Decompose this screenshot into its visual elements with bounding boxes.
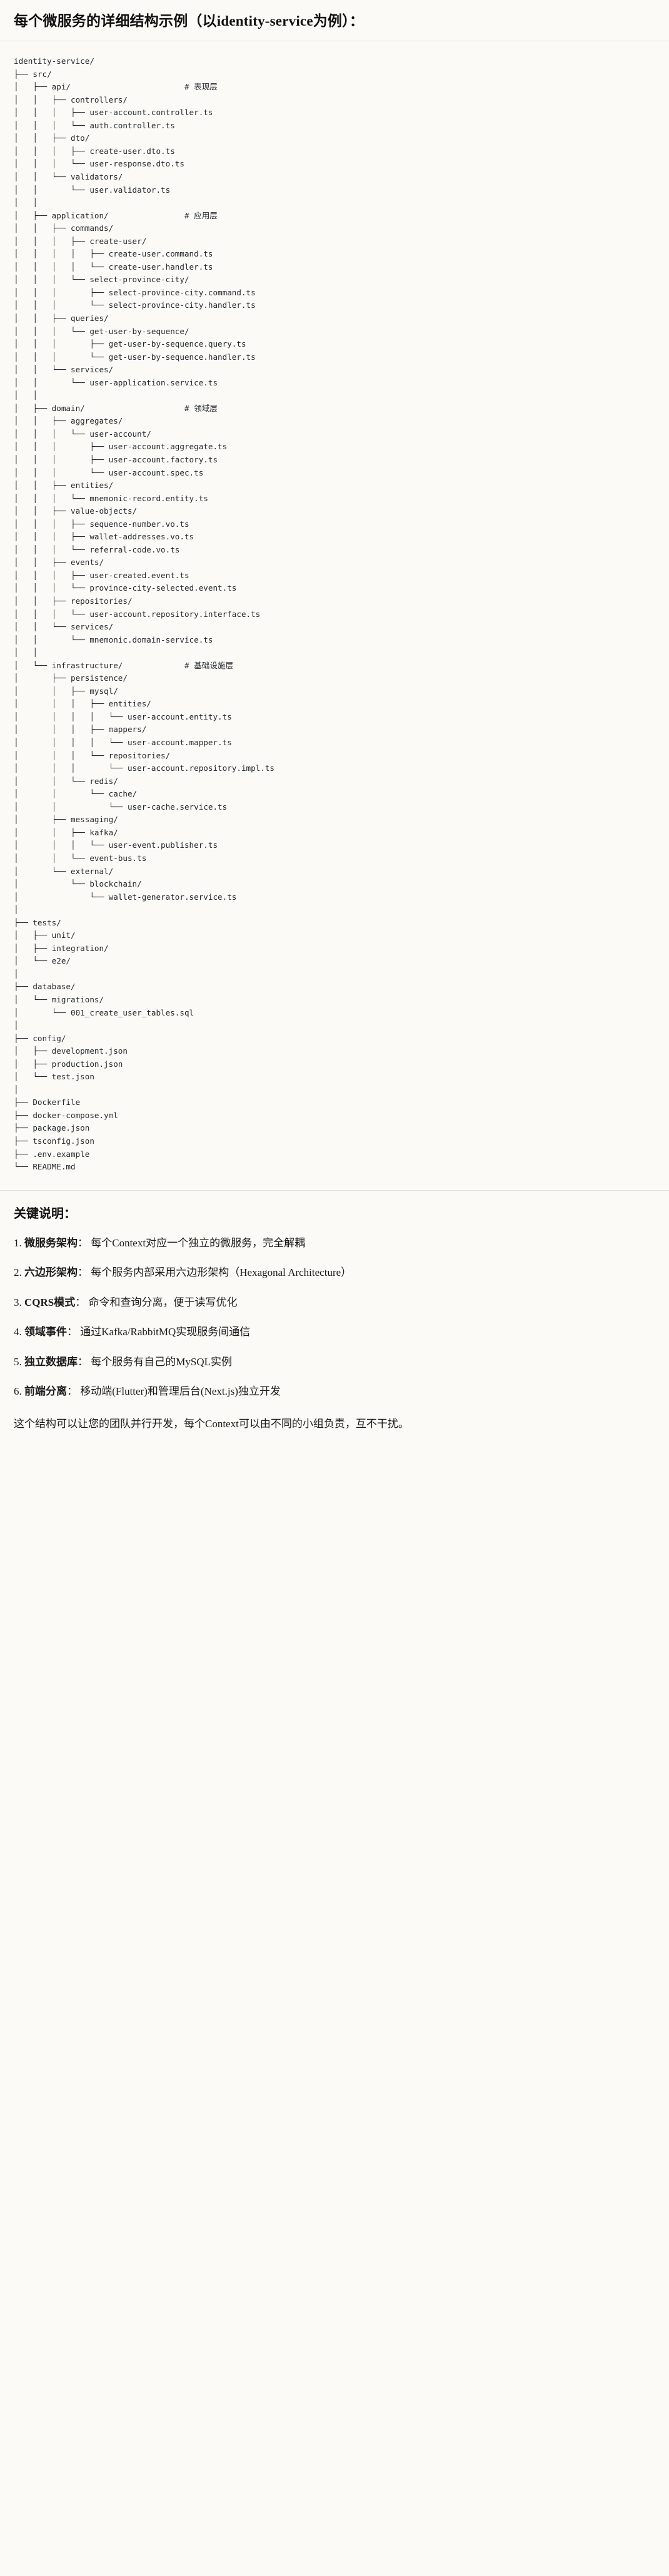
page-title: 每个微服务的详细结构示例（以identity-service为例）： xyxy=(14,13,365,29)
note-number: 5. xyxy=(14,1355,22,1368)
note-separator: ： xyxy=(75,1296,86,1308)
note-description: 通过Kafka/RabbitMQ实现服务间通信 xyxy=(80,1326,251,1338)
note-description: 移动端(Flutter)和管理后台(Next.js)独立开发 xyxy=(80,1385,281,1398)
divider-bottom xyxy=(0,1189,669,1191)
note-item: 6. 前端分离： 移动端(Flutter)和管理后台(Next.js)独立开发 xyxy=(14,1383,655,1400)
note-item: 5. 独立数据库： 每个服务有自己的MySQL实例 xyxy=(14,1354,655,1370)
note-separator: ： xyxy=(78,1266,88,1279)
note-term: 六边形架构 xyxy=(24,1266,78,1279)
note-separator: ： xyxy=(67,1326,78,1338)
note-term: 领域事件 xyxy=(24,1326,67,1338)
directory-tree-block: identity-service/ ├── src/ │ ├── api/ # … xyxy=(0,41,669,1190)
note-description: 每个Context对应一个独立的微服务，完全解耦 xyxy=(91,1236,306,1249)
note-item: 4. 领域事件： 通过Kafka/RabbitMQ实现服务间通信 xyxy=(14,1324,655,1340)
document-page: 每个微服务的详细结构示例（以identity-service为例）： ident… xyxy=(0,13,669,1448)
note-item: 3. CQRS模式： 命令和查询分离，便于读写优化 xyxy=(14,1295,655,1311)
note-item: 2. 六边形架构： 每个服务内部采用六边形架构（Hexagonal Archit… xyxy=(14,1265,655,1281)
note-item: 1. 微服务架构： 每个Context对应一个独立的微服务，完全解耦 xyxy=(14,1235,655,1251)
note-separator: ： xyxy=(78,1355,88,1368)
note-number: 6. xyxy=(14,1385,22,1398)
note-number: 2. xyxy=(14,1266,22,1279)
note-separator: ： xyxy=(67,1385,78,1398)
key-notes-title: 关键说明： xyxy=(14,1206,76,1221)
closing-paragraph: 这个结构可以让您的团队并行开发，每个Context可以由不同的小组负责，互不干扰… xyxy=(14,1417,409,1430)
note-term: 独立数据库 xyxy=(24,1355,78,1368)
note-term: 前端分离 xyxy=(24,1385,67,1398)
key-notes-section: 关键说明： 1. 微服务架构： 每个Context对应一个独立的微服务，完全解耦… xyxy=(0,1191,669,1448)
note-description: 每个服务内部采用六边形架构（Hexagonal Architecture） xyxy=(91,1266,352,1279)
note-description: 命令和查询分离，便于读写优化 xyxy=(88,1296,238,1308)
note-number: 3. xyxy=(14,1296,22,1308)
note-number: 4. xyxy=(14,1326,22,1338)
directory-tree: identity-service/ ├── src/ │ ├── api/ # … xyxy=(14,56,275,1172)
note-term: CQRS模式 xyxy=(24,1296,76,1308)
note-number: 1. xyxy=(14,1236,22,1249)
note-term: 微服务架构 xyxy=(24,1236,78,1249)
note-description: 每个服务有自己的MySQL实例 xyxy=(91,1355,232,1368)
note-separator: ： xyxy=(78,1236,88,1249)
